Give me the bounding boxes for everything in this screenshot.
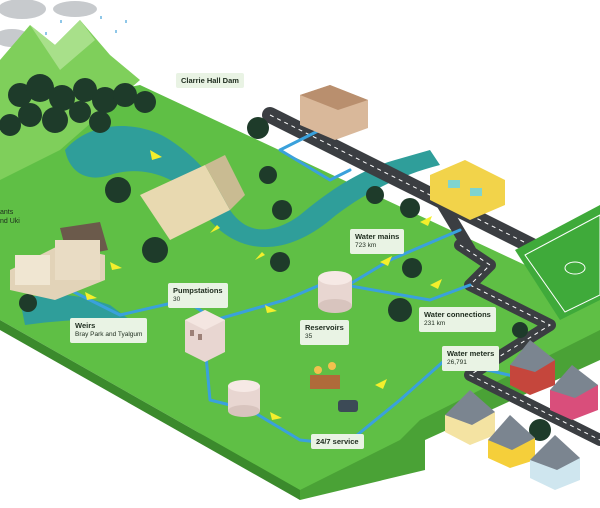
water-connections-value: 231 km — [424, 320, 446, 328]
water-meters-value: 26,791 — [447, 359, 467, 367]
cut-off-label: ants nd Uki — [0, 208, 20, 226]
water-mains-value: 723 km — [355, 242, 377, 250]
treatment-plant — [10, 222, 108, 300]
reservoirs-value: 35 — [305, 333, 313, 341]
water-connections-label: Water connections 231 km — [419, 307, 496, 332]
pumpstations-label: Pumpstations 30 — [168, 283, 228, 308]
weirs-title: Weirs — [75, 321, 96, 330]
flow-arrows — [85, 150, 442, 420]
cut-off-line-2: nd Uki — [0, 218, 20, 226]
rain-clouds — [0, 0, 127, 47]
pumpstations-value: 30 — [173, 296, 181, 304]
reservoir-tanks — [228, 271, 352, 417]
road-markings — [269, 114, 600, 441]
pumpstations-title: Pumpstations — [173, 286, 223, 295]
lower-river — [20, 294, 130, 325]
water-mains-label: Water mains 723 km — [350, 229, 405, 254]
weirs-label: Weirs Bray Park and Tyalgum — [70, 318, 148, 343]
dam-wall — [140, 155, 245, 240]
pump-station — [185, 310, 225, 362]
weirs-value: Bray Park and Tyalgum — [75, 331, 143, 339]
town-buildings — [300, 85, 505, 220]
houses — [445, 340, 598, 490]
water-meters-label: Water meters 26,791 — [442, 346, 500, 371]
dam-title: Clarrie Hall Dam — [181, 76, 239, 85]
cut-off-line-1: ants — [0, 209, 14, 216]
reservoirs-label: Reservoirs 35 — [300, 320, 349, 345]
dam-label: Clarrie Hall Dam — [176, 73, 244, 89]
reservoirs-title: Reservoirs — [305, 323, 344, 332]
service-workers — [310, 362, 358, 412]
water-meters-title: Water meters — [447, 349, 495, 358]
water-mains-title: Water mains — [355, 232, 400, 241]
trees — [0, 74, 551, 441]
water-connections-title: Water connections — [424, 310, 491, 319]
service-title: 24/7 service — [316, 437, 359, 446]
service-label: 24/7 service — [311, 434, 364, 450]
soccer-field — [515, 205, 600, 320]
